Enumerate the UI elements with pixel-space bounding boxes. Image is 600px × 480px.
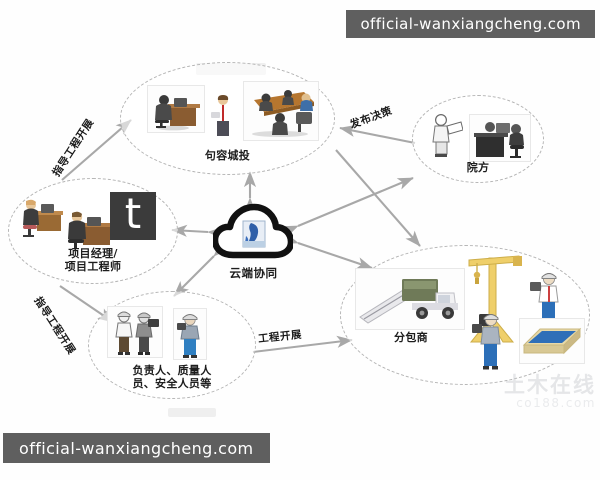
node-jurong[interactable]: 句容城投 (120, 62, 335, 175)
top-watermark-banner: official-wanxiangcheng.com (346, 10, 595, 38)
site-personnel-icon (107, 306, 163, 358)
node-site-staff-label: 负责人、质量人 员、安全人员等 (89, 364, 255, 390)
node-subcontractor[interactable]: 分包商 (340, 245, 590, 385)
pm-label-line1: 项目经理/ (68, 247, 118, 260)
standing-worker-icon (209, 93, 239, 141)
desk-worker-icon (17, 195, 69, 241)
staff-label-line1: 负责人、质量人 (132, 364, 212, 377)
safety-officer-icon (173, 308, 207, 360)
reviewer-icon (427, 112, 465, 160)
scan-smudge (168, 408, 216, 417)
node-project-manager-label: 项目经理/ 项目工程师 (9, 247, 177, 273)
engineer-tablet-icon (529, 268, 569, 330)
designer-desk-icon (469, 114, 531, 162)
app-logo-t[interactable]: t (110, 192, 156, 240)
staff-label-line2: 员、安全人员等 (132, 377, 212, 390)
node-site-staff[interactable]: 负责人、质量人 员、安全人员等 (88, 291, 256, 399)
node-subcontractor-label: 分包商 (394, 331, 428, 344)
desk-worker-icon (61, 205, 117, 253)
node-institute-label: 院方 (466, 161, 490, 174)
bottom-watermark-banner: official-wanxiangcheng.com (3, 433, 270, 463)
app-logo-letter: t (124, 189, 142, 238)
office-desk-icon (147, 85, 205, 133)
node-jurong-label: 句容城投 (204, 149, 251, 162)
cloud-label: 云端协同 (229, 266, 278, 280)
dump-truck-icon (355, 268, 465, 330)
cloud-icon[interactable] (213, 203, 293, 259)
pm-label-line2: 项目工程师 (64, 260, 122, 273)
meeting-table-icon (243, 81, 319, 141)
worker-tablet-icon (471, 308, 511, 378)
node-institute[interactable]: 院方 (412, 95, 544, 183)
formwork-icon (519, 318, 585, 364)
